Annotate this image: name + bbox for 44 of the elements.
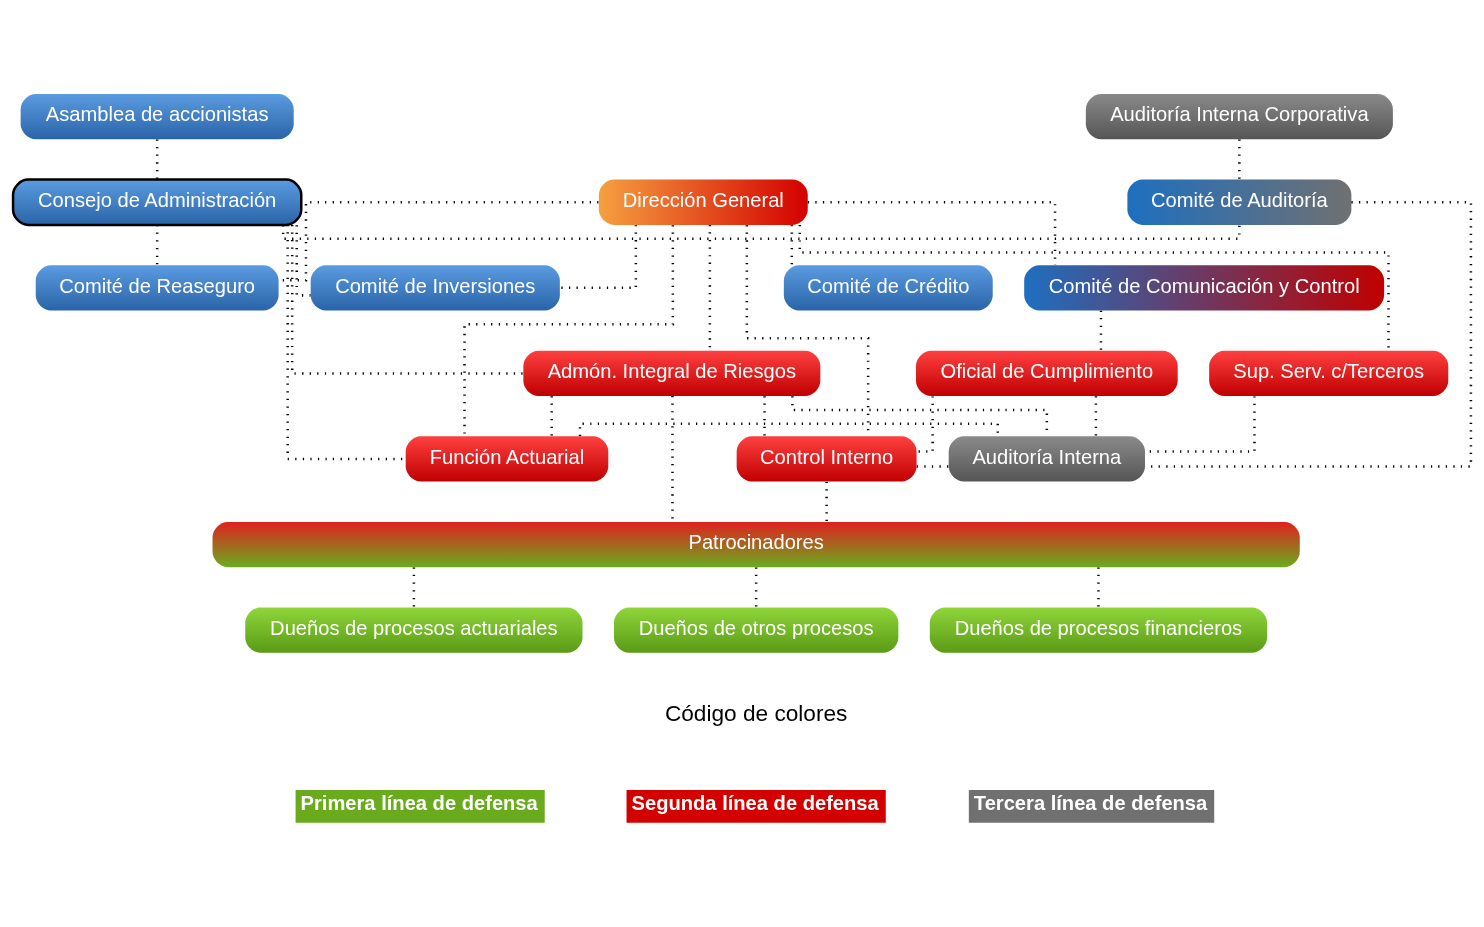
connector (745, 224, 870, 436)
connector (1094, 395, 1098, 436)
legend-label: Segunda línea de defensa (631, 791, 879, 814)
connector (295, 224, 311, 297)
node-box: Comité de Crédito (783, 264, 993, 310)
connector (1238, 139, 1241, 179)
node-box: Comité de Comunicación y Control (1024, 264, 1385, 310)
node-box: Comité de Inversiones (310, 264, 560, 310)
node-box: Función Actuarial (405, 435, 609, 482)
node-box: Oficial de Cumplimiento (915, 350, 1178, 396)
node-box: Control Interno (736, 435, 917, 482)
connector (1099, 310, 1103, 350)
node-box: Dirección General (598, 179, 808, 225)
connector (1097, 566, 1100, 607)
legend-label: Primera línea de defensa (300, 791, 538, 814)
connector (825, 481, 828, 522)
node-box: Auditoría Interna Corporativa (1085, 93, 1393, 139)
node-box: Dueños de otros procesos (613, 606, 899, 653)
node-box: Dueños de procesos actuariales (245, 606, 583, 653)
node-box: Sup. Serv. c/Terceros (1209, 350, 1449, 396)
connector (763, 395, 766, 436)
connector (463, 224, 675, 436)
connector (798, 224, 1390, 351)
node-box: Patrocinadores (212, 521, 1300, 567)
connector (916, 464, 949, 468)
connector (550, 395, 553, 436)
node-box: Auditoría Interna (948, 435, 1145, 482)
connector (560, 224, 638, 289)
connector (281, 224, 1241, 240)
connector (155, 139, 159, 179)
connector (754, 566, 758, 607)
connector (790, 224, 794, 265)
connector (290, 224, 523, 375)
node-box: Dueños de procesos financieros (929, 606, 1268, 653)
label: Código de colores (664, 699, 848, 726)
connector (917, 395, 934, 453)
connector (578, 421, 1000, 436)
node-box: Comité de Auditoría (1127, 179, 1352, 225)
node-box: Comité de Reaseguro (35, 264, 279, 310)
connector (412, 566, 416, 607)
legend-label: Tercera línea de defensa (973, 791, 1208, 814)
node-box: Asamblea de accionistas (20, 93, 294, 139)
node-box: Consejo de Administración (11, 177, 303, 226)
node-box: Admón. Integral de Riesgos (523, 350, 821, 396)
